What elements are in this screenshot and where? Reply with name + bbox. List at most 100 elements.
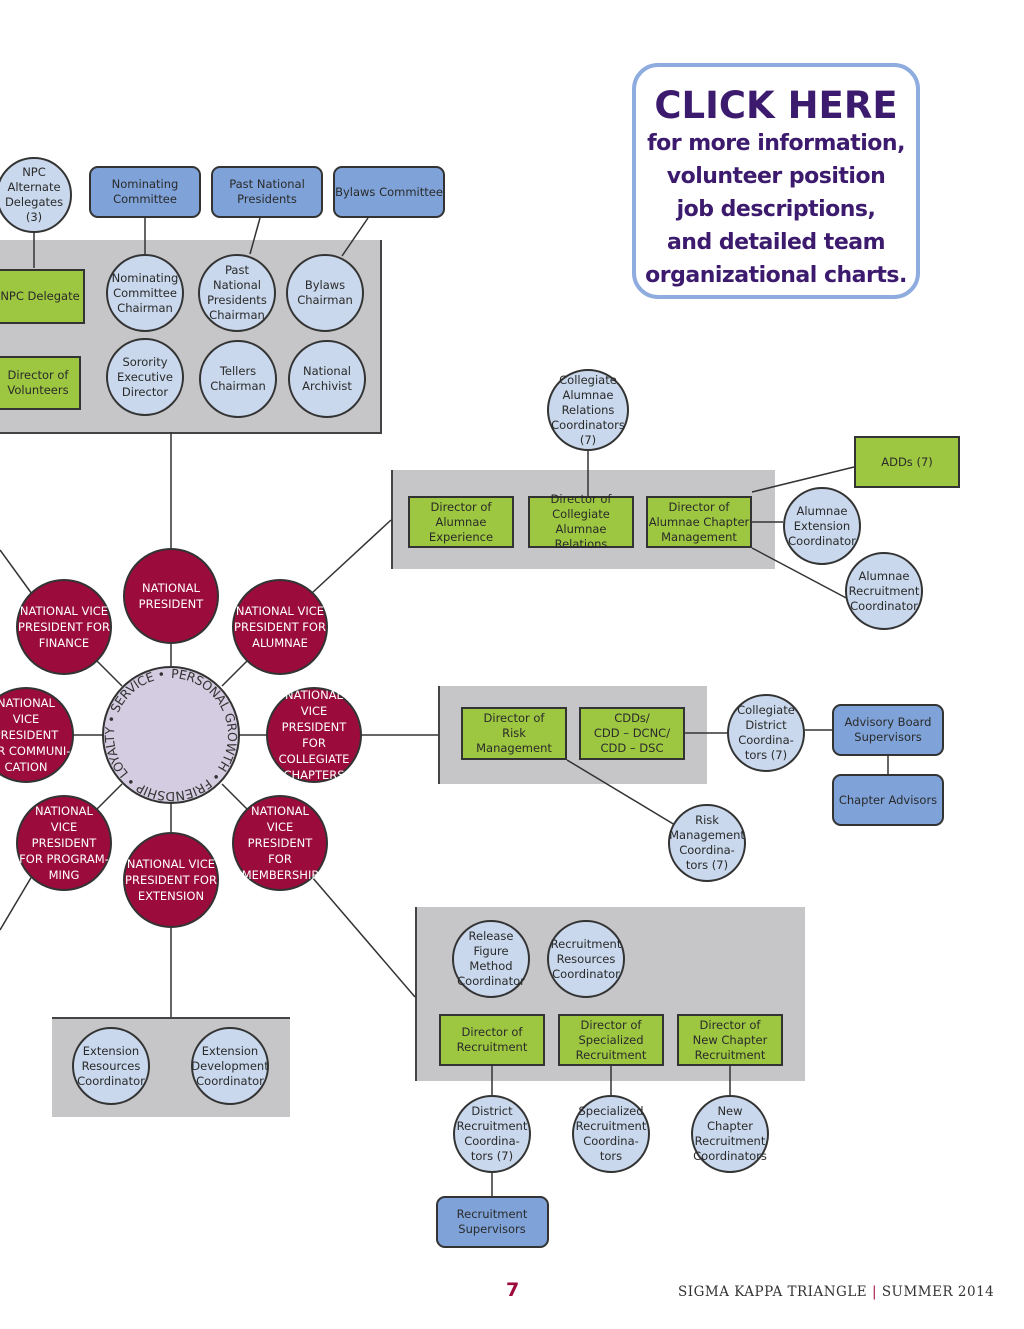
node-ext-resources: Extension Resources Coordinator	[72, 1027, 150, 1105]
node-rec-resources: Recruitment Resources Coordinator	[547, 920, 625, 998]
node-vp-collegiate: NATIONAL VICE PRESIDENT FOR COLLEGIATE C…	[266, 687, 362, 783]
connector-line	[566, 759, 676, 826]
node-label: ADDs (7)	[881, 454, 933, 469]
node-dir-rec: Director of Recruitment	[439, 1014, 545, 1066]
node-vp-programming: NATIONAL VICE PRESIDENT FOR PROGRAM- MIN…	[16, 795, 112, 891]
node-alum-ext: Alumnae Extension Coordinator	[783, 487, 861, 565]
node-dir-volunteers: Director of Volunteers	[0, 356, 81, 410]
connector-line	[221, 659, 249, 687]
node-np: NATIONAL PRESIDENT	[123, 548, 219, 644]
node-archivist: National Archivist	[288, 340, 366, 418]
connector-line	[95, 659, 123, 687]
node-label: District Recruitment Coordina- tors (7)	[456, 1104, 528, 1163]
click-here-callout[interactable]: CLICK HERE for more information, volunte…	[632, 63, 920, 299]
node-label: NATIONAL VICE PRESIDENT FOR MEMBERSHIP	[241, 804, 319, 882]
node-label: Alumnae Recruitment Coordinator	[848, 568, 920, 613]
node-tellers: Tellers Chairman	[199, 340, 277, 418]
node-label: NATIONAL PRESIDENT	[138, 581, 204, 611]
node-car-coord: Collegiate Alumnae Relations Coordinator…	[547, 369, 629, 451]
node-rec-supervisors: Recruitment Supervisors	[435, 1196, 549, 1248]
footer-separator: |	[871, 1284, 878, 1300]
node-label: Alumnae Extension Coordinator	[788, 503, 856, 548]
node-risk-coord: Risk Management Coordina- tors (7)	[668, 804, 746, 882]
connector-line	[751, 547, 851, 601]
node-dir-acm: Director of Alumnae Chapter Management	[646, 496, 752, 548]
node-label: Nominating Committee Chairman	[111, 270, 179, 315]
node-label: Extension Development Coordinator	[191, 1043, 269, 1088]
node-label: Director of New Chapter Recruitment	[692, 1017, 768, 1062]
node-label: Sorority Executive Director	[117, 354, 173, 399]
node-bylaws-chair: Bylaws Chairman	[286, 254, 364, 332]
publication-name: SIGMA KAPPA TRIANGLE	[678, 1284, 868, 1300]
node-label: NATIONAL VICE PRESIDENT FOR ALUMNAE	[234, 604, 326, 650]
node-label: Director of Risk Management	[476, 710, 552, 755]
node-label: Risk Management Coordina- tors (7)	[669, 813, 745, 872]
node-cdds: CDDs/ CDD – DCNC/ CDD – DSC	[579, 706, 685, 760]
node-label: Past National Presidents Chairman	[207, 263, 267, 322]
node-label: Recruitment Resources Coordinator	[550, 936, 622, 981]
callout-body: for more information, volunteer position…	[645, 131, 907, 288]
node-district-rec: District Recruitment Coordina- tors (7)	[453, 1095, 531, 1173]
node-label: NATIONAL VICE PRESIDENT FOR COLLEGIATE C…	[278, 688, 350, 782]
node-label: Director of Alumnae Experience	[428, 499, 494, 544]
node-dir-car: Director of Collegiate Alumnae Relations	[528, 492, 634, 551]
connector-line	[311, 519, 392, 594]
node-spec-coord: Specialized Recruitment Coordina- tors	[572, 1095, 650, 1173]
node-label: Release Figure Method Coordinator	[457, 929, 525, 988]
node-label: Director of Alumnae Chapter Management	[648, 499, 750, 544]
node-label: CDDs/ CDD – DCNC/ CDD – DSC	[593, 710, 671, 755]
connector-line	[341, 217, 369, 257]
node-nom-chair: Nominating Committee Chairman	[106, 254, 184, 332]
node-label: Director of Volunteers	[7, 368, 69, 397]
node-advisory: Advisory Board Supervisors	[832, 704, 944, 756]
node-vp-membership: NATIONAL VICE PRESIDENT FOR MEMBERSHIP	[232, 795, 328, 891]
node-label: NPC Alternate Delegates (3)	[4, 165, 64, 224]
connector-line	[0, 549, 33, 595]
node-label: Director of Collegiate Alumnae Relations	[550, 492, 612, 551]
node-npc-alt: NPC Alternate Delegates (3)	[0, 157, 72, 233]
node-vp-extension: NATIONAL VICE PRESIDENT FOR EXTENSION	[123, 832, 219, 928]
node-label: New Chapter Recruitment Coordinators	[693, 1104, 767, 1163]
node-dir-spec: Director of Specialized Recruitment	[558, 1014, 664, 1066]
connector-line	[221, 783, 249, 811]
node-past-presidents: Past National Presidents	[211, 166, 323, 218]
node-label: Nominating Committee	[111, 177, 179, 206]
node-label: Tellers Chairman	[210, 364, 266, 393]
node-ext-dev: Extension Development Coordinator	[191, 1027, 269, 1105]
node-label: Advisory Board Supervisors	[844, 715, 932, 744]
node-cdc: Collegiate District Coordina- tors (7)	[727, 694, 805, 772]
node-alum-rec: Alumnae Recruitment Coordinator	[845, 552, 923, 630]
node-vp-comm: NATIONAL VICE PRESIDENT FOR COMMUNI- CAT…	[0, 687, 74, 783]
values-ring-circle	[102, 666, 240, 804]
footer-text: SIGMA KAPPA TRIANGLE | SUMMER 2014	[678, 1284, 994, 1300]
node-newch-coord: New Chapter Recruitment Coordinators	[691, 1095, 769, 1173]
connector-line	[249, 217, 261, 255]
node-label: Past National Presidents	[229, 177, 305, 206]
connector-line	[311, 876, 416, 998]
node-adds: ADDs (7)	[854, 436, 960, 488]
node-vp-alumnae: NATIONAL VICE PRESIDENT FOR ALUMNAE	[232, 579, 328, 675]
callout-title[interactable]: CLICK HERE	[654, 84, 898, 127]
node-past-chair: Past National Presidents Chairman	[198, 254, 276, 332]
node-label: NATIONAL VICE PRESIDENT FOR EXTENSION	[125, 857, 217, 903]
node-vp-finance: NATIONAL VICE PRESIDENT FOR FINANCE	[16, 579, 112, 675]
node-label: NATIONAL VICE PRESIDENT FOR COMMUNI- CAT…	[0, 696, 71, 774]
node-label: Chapter Advisors	[838, 792, 938, 807]
node-label: Recruitment Supervisors	[456, 1207, 528, 1236]
node-label: Collegiate District Coordina- tors (7)	[737, 703, 795, 762]
node-label: Director of Recruitment	[456, 1025, 528, 1054]
node-bylaws-committee: Bylaws Committee	[333, 166, 445, 218]
node-label: National Archivist	[302, 364, 352, 393]
page-number: 7	[506, 1279, 520, 1301]
connector-line	[751, 466, 855, 493]
node-dir-alum-exp: Director of Alumnae Experience	[408, 496, 514, 548]
node-label: NATIONAL VICE PRESIDENT FOR FINANCE	[18, 604, 110, 650]
issue-name: SUMMER 2014	[881, 1284, 995, 1300]
node-label: Collegiate Alumnae Relations Coordinator…	[551, 372, 625, 447]
connector-line	[95, 783, 123, 811]
node-label: Specialized Recruitment Coordina- tors	[575, 1104, 647, 1163]
node-label: Bylaws Committee	[335, 184, 443, 199]
node-label: Director of Specialized Recruitment	[575, 1017, 647, 1062]
